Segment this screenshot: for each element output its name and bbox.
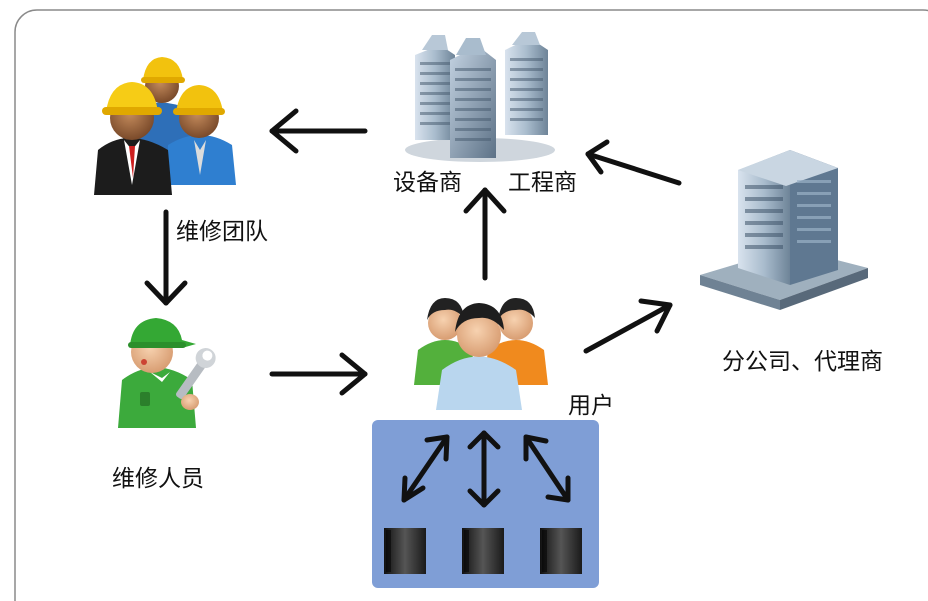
label-branch: 分公司、代理商 (722, 349, 883, 375)
arrow-staff-to-users (269, 352, 368, 396)
construction-team-icon (94, 57, 236, 195)
arrow-user-equipment-left (401, 434, 450, 503)
server-cabinet-icon (384, 528, 426, 574)
office-building-icon (700, 150, 868, 310)
arrow-users-to-branch (583, 298, 673, 354)
label-users: 用户 (568, 393, 614, 419)
office-towers-icon (405, 32, 555, 162)
label-vendor-engineering: 工程商 (508, 170, 577, 196)
arrow-user-equipment-right (523, 434, 571, 503)
label-maintenance-team: 维修团队 (176, 219, 268, 245)
arrow-users-to-vendors (463, 187, 507, 281)
server-cabinet-icon (462, 528, 504, 574)
arrow-user-equipment-center (467, 430, 501, 508)
arrow-team-to-staff (144, 209, 188, 306)
arrow-vendors-to-team (269, 108, 368, 154)
arrow-branch-to-vendors (585, 139, 682, 186)
diagram-border (14, 9, 928, 601)
label-maintenance-staff: 维修人员 (112, 466, 204, 492)
server-cabinet-icon (540, 528, 582, 574)
repair-worker-icon (118, 318, 216, 428)
label-vendor-equipment: 设备商 (393, 170, 462, 196)
user-group-icon (414, 298, 548, 410)
